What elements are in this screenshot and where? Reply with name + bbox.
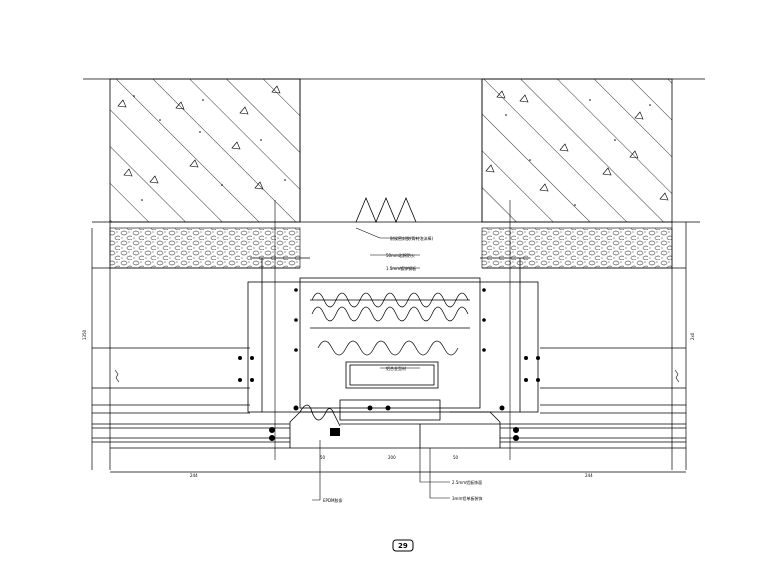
callout-epdm-gasket: EPDM胶条 xyxy=(323,497,342,503)
dim-center: 200 xyxy=(388,455,396,460)
left-concrete-wall xyxy=(109,78,301,223)
insulation-coils-top xyxy=(311,292,469,322)
expansion-joint-zigzag xyxy=(355,196,417,224)
central-assembly xyxy=(247,257,539,421)
right-concrete-wall xyxy=(481,78,673,223)
callout-steel-plate: 1.5mm镀锌钢板 xyxy=(386,265,416,271)
dim-right-block: 244 xyxy=(585,473,593,478)
callout-labels: 耐候密封胶(背衬泡沫棒) 50mm岩棉防火 1.5mm镀锌钢板 铝合金型材 EP… xyxy=(323,235,482,503)
dimension-labels: 244 50 200 50 244 1350 2x0 xyxy=(82,329,695,478)
right-gravel-layer xyxy=(481,227,673,269)
callout-aluminum-panel: 3mm铝单板装饰 xyxy=(452,495,482,501)
fasteners xyxy=(238,288,540,441)
page-number: 29 xyxy=(398,542,408,550)
bottom-profiles xyxy=(289,411,501,448)
left-gravel-layer xyxy=(109,227,301,269)
insulation-coils-bottom xyxy=(317,340,459,356)
dim-right-vertical: 2x0 xyxy=(690,332,695,340)
leader-lines xyxy=(274,200,511,501)
callout-sealant: 耐候密封胶(背衬泡沫棒) xyxy=(390,235,434,241)
break-marks xyxy=(114,369,680,383)
dim-left-block: 244 xyxy=(190,473,198,478)
frame-lines xyxy=(91,79,687,473)
dim-left-vertical: 1350 xyxy=(82,329,87,340)
callout-rockwool: 50mm岩棉防火 xyxy=(386,252,415,258)
callout-aluminum-profile: 铝合金型材 xyxy=(386,365,406,371)
dim-center-left: 50 xyxy=(320,455,326,460)
flexible-connector xyxy=(299,404,341,427)
callout-aluminum-finish: 2.5mm铝板饰面 xyxy=(452,479,482,485)
dim-center-right: 50 xyxy=(453,455,459,460)
page-number-box xyxy=(392,539,414,552)
